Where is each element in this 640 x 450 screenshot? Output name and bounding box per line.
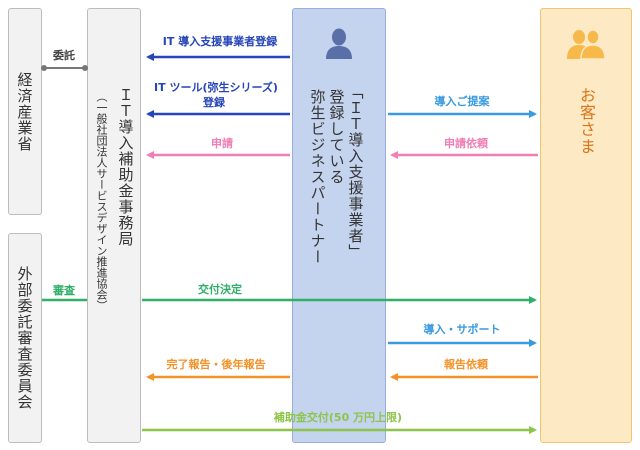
partner-box: 「ＩＴ導入支援事業者」 登録している 弥生ビジネスパートナー [292,8,386,443]
review-committee-label: 外部委託審査委員会 [15,266,34,410]
partner-label-line2: 登録している [327,89,346,185]
report-request-label: 報告依頼 [444,357,489,371]
it-grant-office-box: ＩＴ導入補助金事務局 （一般社団法人サービスデザイン推進協会） [87,8,141,443]
application-request-label: 申請依頼 [444,136,489,150]
commission-connector [41,65,88,71]
introduction-proposal-label: 導入ご提案 [435,94,491,108]
it-registration-label: IT 導入支援事業者登録 [163,34,278,48]
review-committee-box: 外部委託審査委員会 [8,233,42,443]
subsidy-payment-label: 補助金交付(50 万円上限) [273,410,402,424]
introduction-support-label: 導入・サポート [424,322,501,336]
partner-label-line3: 弥生ビジネスパートナー [308,89,327,265]
application-label: 申請 [211,136,233,150]
tool-registration-label-line1: IT ツール(弥生シリーズ) [154,80,278,94]
grant-decision-label: 交付決定 [198,282,242,296]
completion-report-label: 完了報告・後年報告 [167,357,266,371]
customer-box: お客さま [540,8,632,443]
partner-label-line1: 「ＩＴ導入支援事業者」 [346,84,365,260]
office-sub-label: （一般社団法人サービスデザイン推進協会） [95,91,108,311]
person-icon [326,28,352,59]
customer-label: お客さま [577,87,596,155]
meti-box: 経済産業省 [8,8,42,215]
meti-label: 経済産業省 [15,71,34,152]
tool-registration-label-line2: 登録 [202,95,226,109]
office-main-label: ＩＴ導入補助金事務局 [116,87,135,247]
commission-label: 委託 [52,48,75,62]
review-label: 審査 [52,283,75,297]
people-icon [567,29,606,59]
